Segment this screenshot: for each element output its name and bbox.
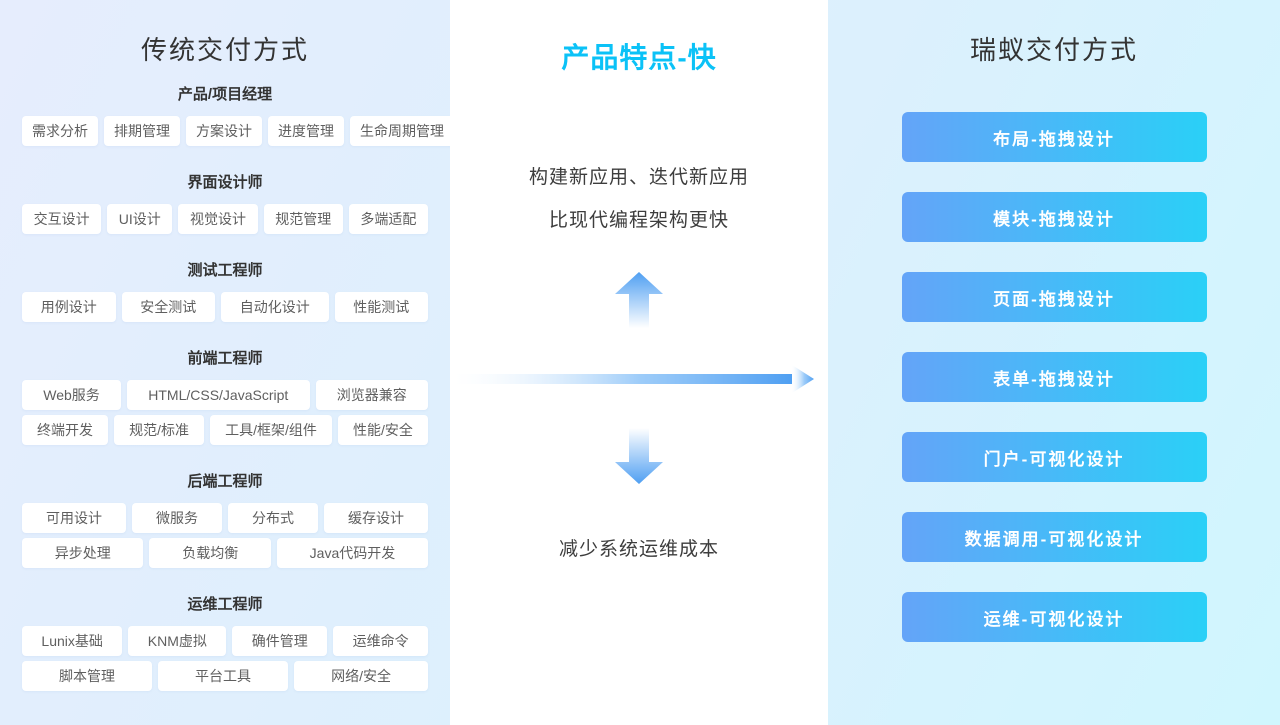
skill-tag-row: 终端开发规范/标准工具/框架/组件性能/安全: [22, 415, 428, 445]
skill-tag: 平台工具: [158, 661, 289, 691]
skill-tag: 运维命令: [333, 626, 429, 656]
skill-tag-row: 用例设计安全测试自动化设计性能测试: [22, 292, 428, 322]
skill-tag: 交互设计: [22, 204, 102, 234]
skill-tag: 多端适配: [348, 204, 429, 234]
skill-tag: Lunix基础: [22, 626, 123, 656]
skill-tag: UI设计: [107, 204, 173, 234]
arrow-right-icon: [454, 365, 814, 393]
skill-tag: 性能测试: [334, 292, 428, 322]
delivery-button[interactable]: 门户-可视化设计: [901, 432, 1207, 482]
feature-description-line-1: 构建新应用、迭代新应用: [528, 167, 749, 188]
delivery-button[interactable]: 运维-可视化设计: [901, 592, 1207, 642]
role-group-label: 界面设计师: [187, 174, 263, 191]
skill-tag: 方案设计: [186, 116, 262, 146]
skill-tag: Java代码开发: [276, 538, 428, 568]
skill-tag: 性能/安全: [338, 415, 428, 445]
skill-tag: 进度管理: [268, 116, 344, 146]
skill-tag: 用例设计: [22, 292, 116, 322]
feature-description-line-2: 比现代编程架构更快: [548, 210, 729, 231]
delivery-button[interactable]: 布局-拖拽设计: [901, 112, 1207, 162]
skill-tag: 自动化设计: [221, 292, 329, 322]
delivery-button[interactable]: 页面-拖拽设计: [901, 272, 1207, 322]
skill-tag: HTML/CSS/JavaScript: [127, 380, 310, 410]
product-feature-panel: 产品特点-快 构建新应用、迭代新应用 比现代编程架构更快: [450, 0, 828, 725]
skill-tag: 可用设计: [22, 503, 126, 533]
arrow-down-icon: [615, 428, 663, 484]
role-group-label: 产品/项目经理: [177, 86, 273, 103]
skill-tag: 微服务: [132, 503, 222, 533]
skill-tag: 网络/安全: [294, 661, 428, 691]
feature-bottom-text: 减少系统运维成本: [558, 539, 719, 560]
delivery-button[interactable]: 表单-拖拽设计: [901, 352, 1207, 402]
role-group: 测试工程师用例设计安全测试自动化设计性能测试: [22, 262, 428, 322]
skill-tag: 确件管理: [232, 626, 328, 656]
skill-tag-row: 需求分析排期管理方案设计进度管理生命周期管理: [22, 116, 454, 146]
feature-description: 构建新应用、迭代新应用 比现代编程架构更快: [450, 156, 828, 242]
skill-tag: 需求分析: [22, 116, 98, 146]
role-group-label: 后端工程师: [187, 473, 263, 490]
skill-tag: 生命周期管理: [350, 116, 454, 146]
skill-tag: 工具/框架/组件: [210, 415, 332, 445]
arrow-up-icon: [615, 272, 663, 328]
traditional-panel-title: 传统交付方式: [140, 35, 309, 65]
delivery-buttons-container: 布局-拖拽设计模块-拖拽设计页面-拖拽设计表单-拖拽设计门户-可视化设计数据调用…: [828, 112, 1280, 642]
skill-tag: 负载均衡: [149, 538, 271, 568]
skill-tag: 脚本管理: [22, 661, 153, 691]
delivery-button[interactable]: 模块-拖拽设计: [901, 192, 1207, 242]
skill-tag: 排期管理: [104, 116, 180, 146]
skill-tag-row: 脚本管理平台工具网络/安全: [22, 661, 428, 691]
traditional-delivery-panel: 传统交付方式 产品/项目经理需求分析排期管理方案设计进度管理生命周期管理界面设计…: [0, 0, 454, 725]
skill-tag: 规范管理: [263, 204, 343, 234]
skill-tag: 规范/标准: [114, 415, 205, 445]
ruiyi-panel-title: 瑞蚁交付方式: [969, 35, 1138, 65]
role-group: 产品/项目经理需求分析排期管理方案设计进度管理生命周期管理: [22, 86, 454, 146]
skill-tag: Web服务: [22, 380, 122, 410]
delivery-button[interactable]: 数据调用-可视化设计: [901, 512, 1207, 562]
skill-tag: 缓存设计: [324, 503, 428, 533]
skill-tag-row: 可用设计微服务分布式缓存设计: [22, 503, 428, 533]
role-group-label: 测试工程师: [187, 262, 263, 279]
ruiyi-delivery-panel: 瑞蚁交付方式 布局-拖拽设计模块-拖拽设计页面-拖拽设计表单-拖拽设计门户-可视…: [828, 0, 1280, 725]
skill-tag: 浏览器兼容: [315, 380, 428, 410]
skill-tag: 终端开发: [22, 415, 109, 445]
skill-tag: 安全测试: [121, 292, 215, 322]
role-group-label: 前端工程师: [187, 350, 263, 367]
skill-tag: 分布式: [228, 503, 318, 533]
skill-tag: 视觉设计: [178, 204, 258, 234]
product-feature-title: 产品特点-快: [561, 42, 717, 73]
role-group-label: 运维工程师: [187, 596, 263, 613]
skill-tag: KNM虚拟: [128, 626, 227, 656]
skill-tag: 异步处理: [22, 538, 144, 568]
